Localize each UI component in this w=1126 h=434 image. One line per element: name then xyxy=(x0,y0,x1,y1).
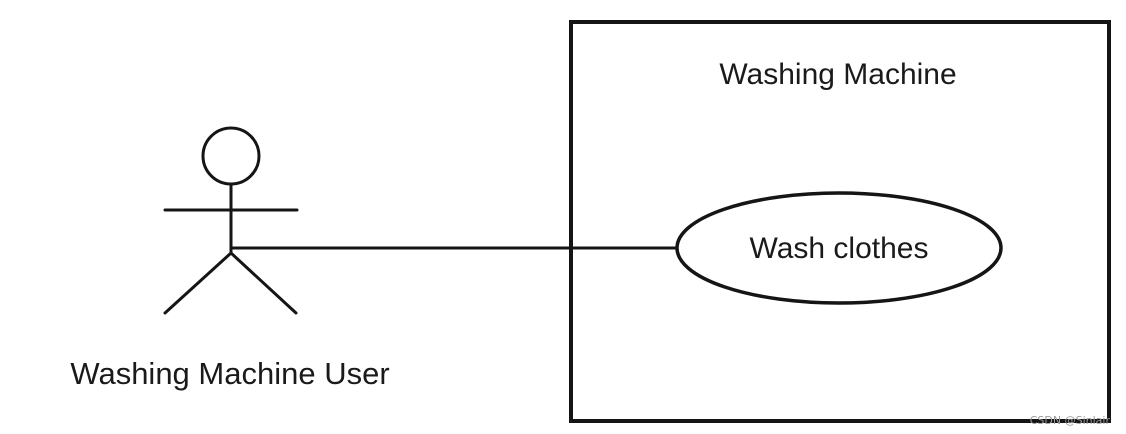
actor-left-leg xyxy=(163,251,233,315)
use-case-label: Wash clothes xyxy=(750,232,929,265)
system-name-label: Washing Machine xyxy=(719,58,956,91)
watermark-text: CSDN @Sinlair xyxy=(1030,414,1111,427)
actor-stick-figure xyxy=(163,126,299,315)
actor-right-leg xyxy=(229,251,298,315)
use-case-ellipse xyxy=(675,191,1003,305)
system-boundary xyxy=(569,20,1111,423)
actor-name-label: Washing Machine User xyxy=(70,356,389,391)
actor-head xyxy=(201,126,261,186)
